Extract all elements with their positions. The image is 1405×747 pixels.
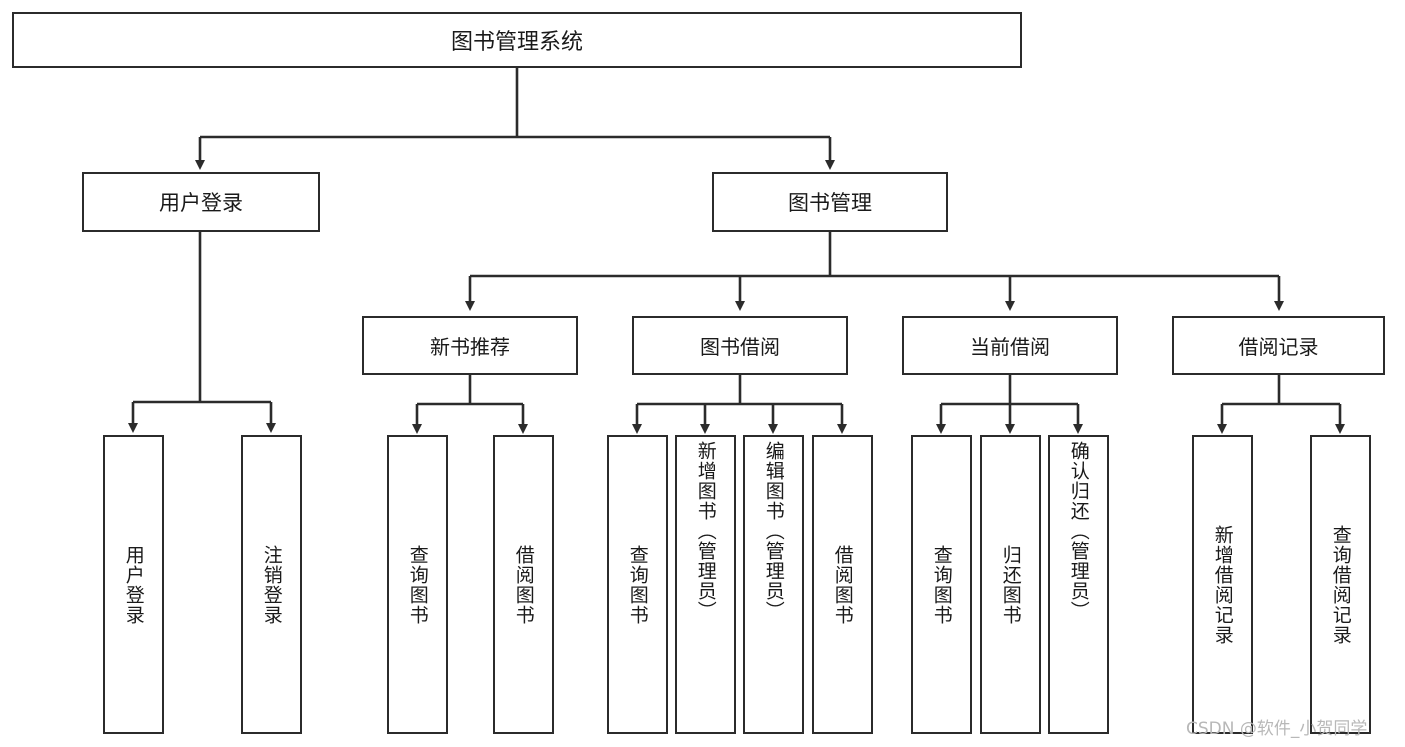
leaf-text-wrap: 确认归还（管理员） (1067, 437, 1090, 736)
node-leaf-logout-label: 注销登录 (260, 544, 283, 625)
node-book-borrow-label: 图书借阅 (700, 335, 780, 359)
leaf-text-wrap: 借阅图书 (831, 437, 854, 732)
node-current-borrow[interactable]: 当前借阅 (902, 316, 1118, 375)
node-book-borrow[interactable]: 图书借阅 (632, 316, 848, 375)
leaf-text-wrap: 查询图书 (626, 437, 649, 732)
node-leaf-query-book-3-label: 查询图书 (930, 544, 953, 625)
node-leaf-edit-book-label: 编辑图书（管理员） (762, 441, 785, 621)
csdn-watermark: CSDN @软件_小贺同学 (1186, 719, 1368, 739)
node-leaf-user-login-label: 用户登录 (122, 544, 145, 625)
leaf-text-wrap: 借阅图书 (512, 437, 535, 732)
node-borrow-record[interactable]: 借阅记录 (1172, 316, 1385, 375)
node-leaf-query-book-2-label: 查询图书 (626, 544, 649, 625)
leaf-text-wrap: 查询图书 (406, 437, 429, 732)
node-leaf-add-record[interactable]: 新增借阅记录 (1192, 435, 1253, 734)
node-leaf-edit-book[interactable]: 编辑图书（管理员） (743, 435, 804, 734)
node-leaf-confirm-return-label: 确认归还（管理员） (1067, 441, 1090, 621)
node-book-manage-label: 图书管理 (788, 191, 872, 215)
node-borrow-record-label: 借阅记录 (1238, 335, 1319, 359)
node-leaf-query-book-2[interactable]: 查询图书 (607, 435, 668, 734)
leaf-text-wrap: 新增图书（管理员） (694, 437, 717, 736)
leaf-text-wrap: 用户登录 (122, 437, 145, 732)
leaf-text-wrap: 归还图书 (999, 437, 1022, 732)
node-leaf-user-login[interactable]: 用户登录 (103, 435, 164, 734)
node-root-label: 图书管理系统 (450, 30, 583, 55)
node-leaf-borrow-book-1[interactable]: 借阅图书 (493, 435, 554, 734)
leaf-text-wrap: 注销登录 (260, 437, 283, 732)
node-leaf-add-record-label: 新增借阅记录 (1211, 524, 1234, 645)
node-leaf-query-book-1-label: 查询图书 (406, 544, 429, 625)
node-leaf-return-book[interactable]: 归还图书 (980, 435, 1041, 734)
node-current-borrow-label: 当前借阅 (970, 335, 1050, 359)
node-leaf-query-book-3[interactable]: 查询图书 (911, 435, 972, 734)
node-leaf-query-book-1[interactable]: 查询图书 (387, 435, 448, 734)
node-leaf-borrow-book-2[interactable]: 借阅图书 (812, 435, 873, 734)
node-leaf-return-book-label: 归还图书 (999, 544, 1022, 625)
node-leaf-logout[interactable]: 注销登录 (241, 435, 302, 734)
node-leaf-confirm-return[interactable]: 确认归还（管理员） (1048, 435, 1109, 734)
node-leaf-query-record-label: 查询借阅记录 (1329, 524, 1352, 645)
leaf-text-wrap: 查询图书 (930, 437, 953, 732)
leaf-text-wrap: 查询借阅记录 (1329, 437, 1352, 732)
node-leaf-borrow-book-2-label: 借阅图书 (831, 544, 854, 625)
node-user-login-label: 用户登录 (159, 191, 243, 215)
node-leaf-add-book[interactable]: 新增图书（管理员） (675, 435, 736, 734)
node-root[interactable]: 图书管理系统 (12, 12, 1022, 68)
leaf-text-wrap: 编辑图书（管理员） (762, 437, 785, 736)
node-new-book-rec[interactable]: 新书推荐 (362, 316, 578, 375)
leaf-text-wrap: 新增借阅记录 (1211, 437, 1234, 732)
node-user-login[interactable]: 用户登录 (82, 172, 320, 232)
node-leaf-query-record[interactable]: 查询借阅记录 (1310, 435, 1371, 734)
node-leaf-borrow-book-1-label: 借阅图书 (512, 544, 535, 625)
node-leaf-add-book-label: 新增图书（管理员） (694, 441, 717, 621)
node-book-manage[interactable]: 图书管理 (712, 172, 948, 232)
node-new-book-rec-label: 新书推荐 (430, 335, 510, 359)
